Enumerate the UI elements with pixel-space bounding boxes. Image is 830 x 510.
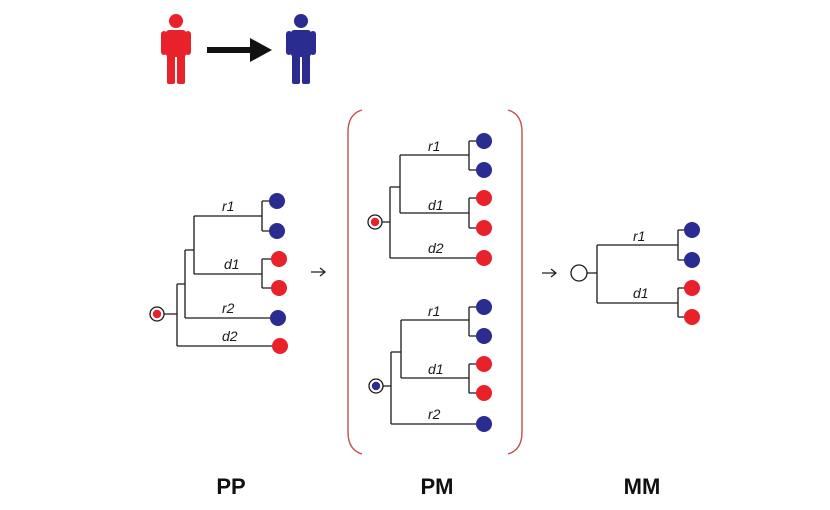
branch-label-r1: r1 <box>633 228 645 244</box>
mm-tip-3 <box>684 280 700 296</box>
mm-tip-4 <box>684 309 700 325</box>
pm-top-tip-5 <box>476 250 492 266</box>
branch-label-d1: d1 <box>428 197 444 213</box>
pp-tip-5 <box>270 310 286 326</box>
pm-top-tip-1 <box>476 133 492 149</box>
mm-tip-2 <box>684 252 700 268</box>
pp-root-node-core <box>152 309 162 319</box>
panel-label-pp: PP <box>216 474 245 499</box>
pp-tree-lines <box>163 200 280 347</box>
branch-label-d1: d1 <box>224 256 240 272</box>
branch-label-d1: d1 <box>633 285 649 301</box>
panel-label-mm: MM <box>624 474 661 499</box>
branch-label-d2: d2 <box>222 328 238 344</box>
branch-label-r2: r2 <box>222 300 235 316</box>
branch-label-d2: d2 <box>428 240 444 256</box>
pm-bottom-tip-3 <box>476 356 492 372</box>
pm-bottom-tree: r1 d1 r2 <box>368 299 492 432</box>
branch-label-r1: r1 <box>428 138 440 154</box>
pp-tip-6 <box>272 338 288 354</box>
pp-tip-2 <box>269 223 285 239</box>
pp-tip-3 <box>271 251 287 267</box>
pm-top-tree: r1 d1 d2 <box>367 133 492 266</box>
pm-bottom-tip-1 <box>476 299 492 315</box>
right-arrow-icon <box>207 38 272 62</box>
branch-label-r1: r1 <box>222 198 234 214</box>
pm-top-root-node-core <box>370 217 380 227</box>
mm-tree: r1 d1 <box>570 222 700 325</box>
branch-label-r1: r1 <box>428 303 440 319</box>
mm-tip-1 <box>684 222 700 238</box>
pm-bracket <box>347 109 523 455</box>
pm-top-tip-4 <box>476 220 492 236</box>
pp-tip-1 <box>269 193 285 209</box>
branch-label-d1: d1 <box>428 361 444 377</box>
panel-label-pm: PM <box>421 474 454 499</box>
pm-bottom-tip-5 <box>476 416 492 432</box>
arrow-pp-to-pm <box>311 267 326 277</box>
pm-bottom-root-node-core <box>371 381 381 391</box>
pp-tree: r1 d1 r2 d2 <box>149 193 288 354</box>
red-person-icon <box>161 14 191 84</box>
arrow-pm-to-mm <box>542 268 557 278</box>
branch-label-r2: r2 <box>428 406 441 422</box>
blue-person-icon <box>286 14 316 84</box>
pp-tip-4 <box>271 280 287 296</box>
pm-top-tip-2 <box>476 162 492 178</box>
pm-top-tip-3 <box>476 190 492 206</box>
mm-root-node <box>570 264 588 282</box>
pm-bottom-tip-2 <box>476 328 492 344</box>
pm-bottom-tip-4 <box>476 385 492 401</box>
